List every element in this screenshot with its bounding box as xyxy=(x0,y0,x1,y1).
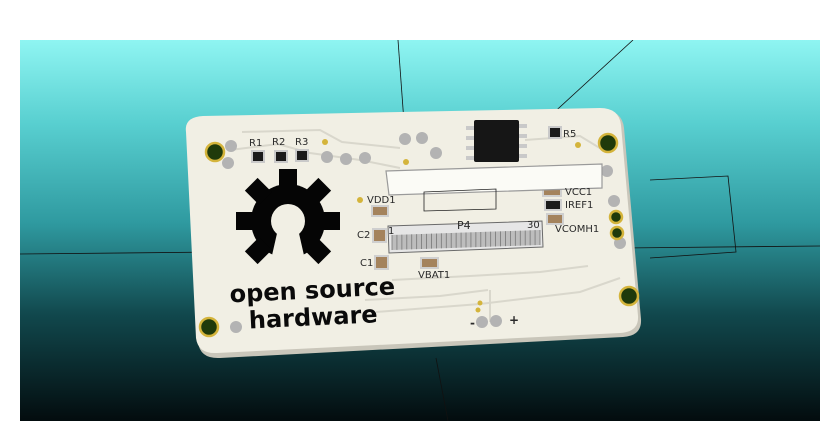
capacitors[interactable] xyxy=(371,185,564,270)
label-vcc1: VCC1 xyxy=(565,187,592,198)
pads xyxy=(222,132,626,333)
resistors-r1-r3[interactable] xyxy=(251,149,309,163)
fpc-pin-lines xyxy=(391,230,541,250)
connector-outline xyxy=(649,175,737,259)
capacitor-c1 xyxy=(374,255,389,270)
label-vdd1: VDD1 xyxy=(367,195,396,206)
resistor-r3 xyxy=(295,149,309,162)
mounting-holes xyxy=(198,132,640,338)
capacitor-vcomh1 xyxy=(546,213,564,225)
resistor-r2 xyxy=(274,150,288,163)
mounting-hole-tr xyxy=(597,132,619,154)
label-c2: C2 xyxy=(357,230,370,241)
label-power-plus: + xyxy=(509,313,519,327)
label-c1: C1 xyxy=(360,258,373,269)
pcb-3d-scene[interactable]: open source hardware R1 R2 R3 R5 VDD1 VC… xyxy=(20,40,820,421)
label-pin1: 1 xyxy=(388,226,394,237)
resistor-r1 xyxy=(251,150,265,163)
resistor-iref1 xyxy=(544,199,562,211)
mounting-hole-tl xyxy=(204,141,226,163)
ic-chip-u1[interactable] xyxy=(466,120,527,162)
label-vbat1: VBAT1 xyxy=(418,270,450,281)
label-p4: P4 xyxy=(457,219,471,232)
label-r2: R2 xyxy=(272,137,285,148)
label-vcomh1: VCOMH1 xyxy=(555,224,599,235)
display-slot xyxy=(385,163,603,212)
label-iref1: IREF1 xyxy=(565,200,593,211)
z-axis-line-lower xyxy=(435,357,449,421)
capacitor-c2 xyxy=(372,228,387,243)
oshw-gear-icon xyxy=(236,169,340,273)
label-power-minus: - xyxy=(470,316,475,330)
oshw-logo: open source hardware xyxy=(229,169,396,334)
label-r5: R5 xyxy=(563,129,576,140)
mounting-hole-br xyxy=(618,285,640,307)
3d-viewer-viewport[interactable]: open source hardware R1 R2 R3 R5 VDD1 VC… xyxy=(20,40,820,421)
fpc-connector-p4[interactable] xyxy=(387,220,544,254)
resistor-r5[interactable] xyxy=(548,126,562,139)
silkscreen-labels: R1 R2 R3 R5 VDD1 VCC1 IREF1 VCOMH1 C2 C1… xyxy=(249,129,599,330)
mounting-hole-bl xyxy=(198,316,220,338)
oshw-text-line2: hardware xyxy=(248,300,378,334)
label-r3: R3 xyxy=(295,137,308,148)
label-pin30: 30 xyxy=(527,220,540,231)
capacitor-vdd1 xyxy=(371,205,389,217)
capacitor-vbat1 xyxy=(420,257,439,269)
label-r1: R1 xyxy=(249,138,262,149)
